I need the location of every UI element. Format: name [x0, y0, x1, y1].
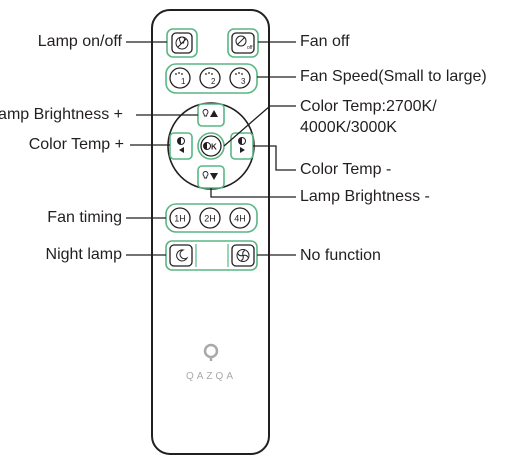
timer-2h-text: 2H	[204, 214, 216, 224]
fan-off-sub: off	[247, 45, 253, 51]
label-brightness-up: Lamp Brightness +	[0, 106, 123, 123]
label-fan-speed: Fan Speed(Small to large)	[300, 68, 487, 85]
leader-color-temp-minus	[253, 145, 296, 171]
fan-speed-2-button[interactable]: 2	[199, 67, 221, 89]
fan-speed-icon	[235, 72, 243, 75]
fan-timer-group: 1H 2H 4H	[165, 203, 258, 233]
fan-speed-icon	[205, 72, 213, 75]
fan-speed-1-num: 1	[181, 77, 186, 86]
label-color-temp-line2: 4000K/3000K	[300, 119, 397, 136]
fan-icon	[236, 249, 250, 262]
timer-4h-text: 4H	[234, 214, 246, 224]
timer-2h-button[interactable]: 2H	[199, 207, 221, 229]
fan-speed-3-num: 3	[241, 77, 246, 86]
label-color-temp-minus: Color Temp -	[300, 161, 392, 178]
label-fan-off: Fan off	[300, 33, 350, 50]
fan-speed-3-button[interactable]: 3	[229, 67, 251, 89]
fan-speed-2-num: 2	[211, 77, 216, 86]
label-lamp-on-off: Lamp on/off	[37, 33, 122, 50]
label-no-function: No function	[300, 247, 381, 264]
fan-off-button[interactable]: off	[227, 28, 259, 58]
brand-logo: QAZQA	[186, 343, 236, 382]
leader-color-temp-k	[223, 105, 296, 147]
lamp-toggle-button[interactable]	[166, 28, 198, 58]
color-temp-center-button[interactable]: K	[197, 132, 225, 160]
no-function-button[interactable]	[231, 244, 255, 267]
color-temp-k-text: K	[211, 143, 217, 152]
color-temp-k-icon	[203, 142, 211, 150]
color-temp-plus-button[interactable]	[169, 132, 193, 160]
moon-icon	[176, 249, 189, 262]
label-fan-timing: Fan timing	[47, 209, 122, 226]
night-lamp-button[interactable]	[169, 244, 193, 267]
color-temp-right-icon	[238, 137, 246, 153]
fan-speed-1-button[interactable]: 1	[169, 67, 191, 89]
label-night-lamp: Night lamp	[45, 246, 122, 263]
timer-1h-button[interactable]: 1H	[169, 207, 191, 229]
dpad: K	[167, 102, 255, 190]
bulb-up-icon	[202, 109, 218, 117]
lamp-power-icon	[175, 36, 189, 50]
fan-off-icon	[235, 35, 247, 47]
leader-brightness-down	[210, 188, 296, 198]
fan-speed-group: 1 2 3	[165, 63, 258, 94]
leader-lines	[126, 41, 296, 256]
timer-1h-text: 1H	[174, 214, 186, 224]
bottom-row	[165, 240, 258, 271]
label-brightness-down: Lamp Brightness -	[300, 188, 430, 205]
color-temp-left-icon	[177, 137, 185, 153]
label-color-temp-line1: Color Temp:2700K/	[300, 98, 437, 115]
bulb-down-icon	[202, 171, 218, 180]
brand-text: QAZQA	[186, 371, 236, 382]
timer-4h-button[interactable]: 4H	[229, 207, 251, 229]
fan-speed-icon	[175, 72, 183, 75]
label-color-temp-plus: Color Temp +	[28, 136, 124, 153]
